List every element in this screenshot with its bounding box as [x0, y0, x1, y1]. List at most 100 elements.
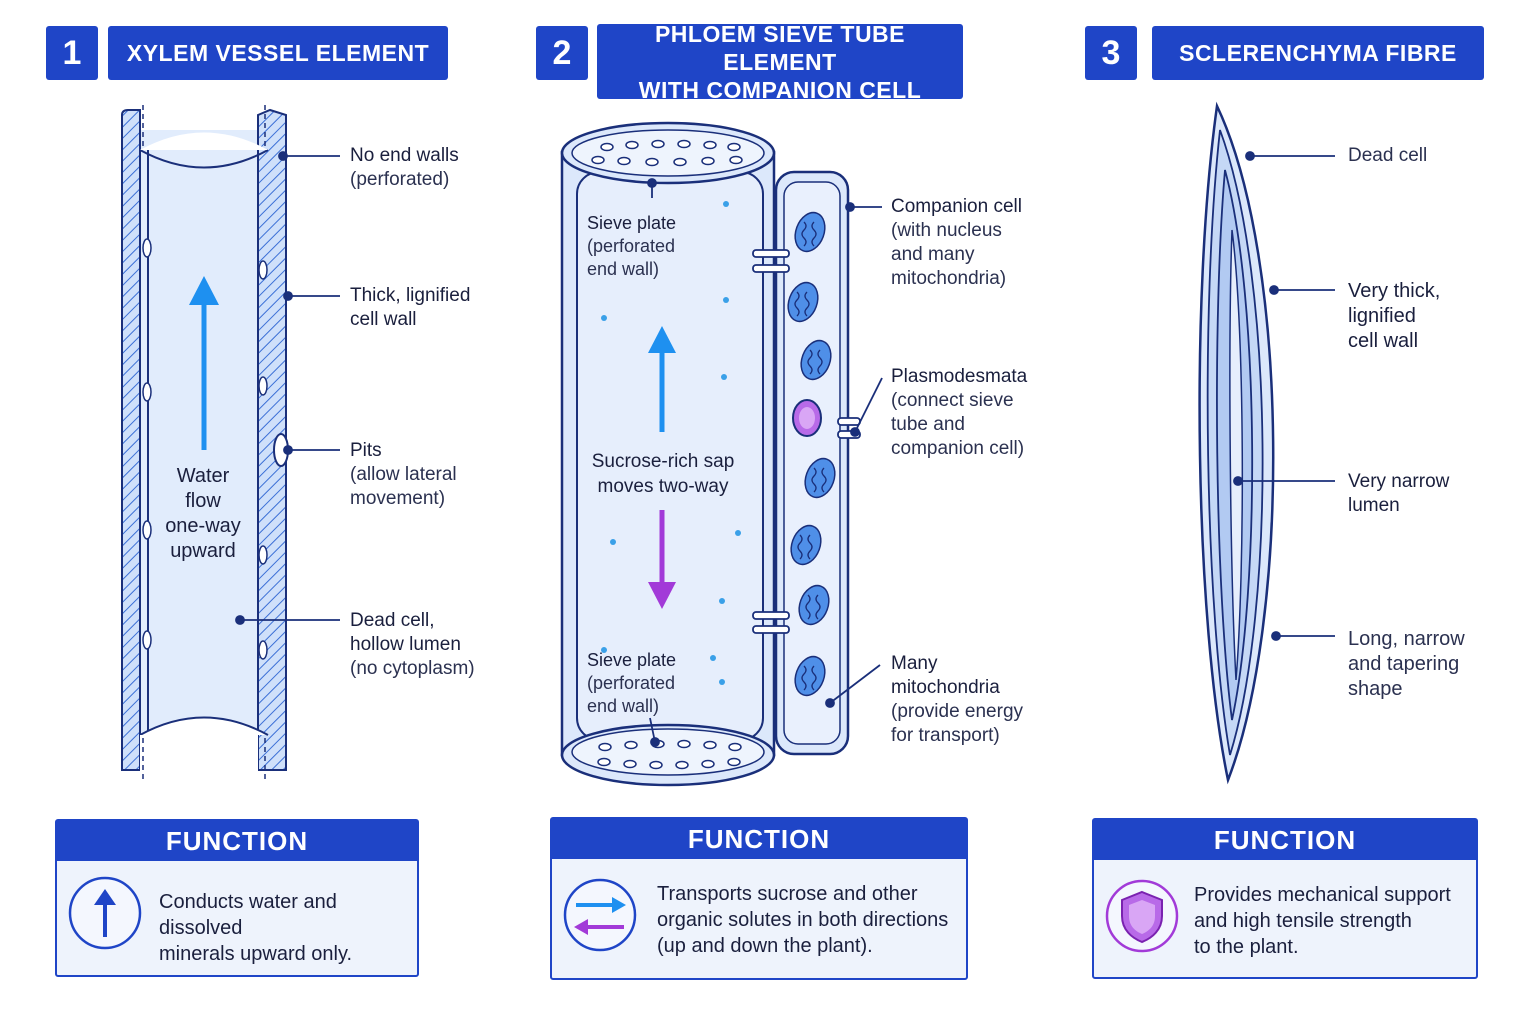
- xylem-vessel: [121, 105, 340, 780]
- two-way-arrows-icon: [563, 878, 637, 952]
- narrow-lumen-line1: Very narrow: [1348, 471, 1450, 492]
- label-dead-cell-lumen: Dead cell, hollow lumen (no cytoplasm): [350, 609, 475, 681]
- function-text-phloem: Transports sucrose and other organic sol…: [657, 881, 948, 959]
- tapering-line1: Long, narrow: [1348, 628, 1465, 650]
- pit: [258, 545, 268, 565]
- mito-line3: (provide energy: [891, 701, 1024, 722]
- plasmodesmata-line4: companion cell): [891, 438, 1025, 459]
- pit: [142, 238, 152, 258]
- label-no-end-walls-line2: (perforated): [350, 169, 450, 190]
- label-tapering-shape: Long, narrow and tapering shape: [1348, 627, 1465, 702]
- function-text-phloem-line1: Transports sucrose and other: [657, 883, 918, 905]
- pit: [142, 630, 152, 650]
- mito-line1: Many: [891, 653, 938, 674]
- plasmodesmata-line1: Plasmodesmata: [891, 366, 1028, 387]
- function-text-scl-line2: and high tensile strength: [1194, 910, 1412, 932]
- label-plasmodesmata: Plasmodesmata (connect sieve tube and co…: [891, 365, 1027, 461]
- function-heading: FUNCTION: [57, 821, 417, 861]
- label-pits: Pits (allow lateral movement): [350, 439, 457, 511]
- water-flow-arrow-head: [189, 276, 219, 305]
- phloem-flow-line2: moves two-way: [597, 476, 729, 497]
- mito-line4: for transport): [891, 725, 1000, 746]
- phloem-sieve-tube: [560, 121, 883, 787]
- phloem-flow-line1: Sucrose-rich sap: [591, 451, 735, 472]
- mito-line2: mitochondria: [891, 677, 1000, 698]
- function-text-phloem-line2: organic solutes in both directions: [657, 909, 949, 931]
- pit: [142, 382, 152, 402]
- companion-line4: mitochondria): [891, 268, 1007, 289]
- sieve-top-line3: end wall): [587, 259, 660, 279]
- panel-2-title: PHLOEM SIEVE TUBE ELEMENT WITH COMPANION…: [597, 21, 963, 103]
- function-text-scl-line3: to the plant.: [1194, 936, 1299, 958]
- xylem-flow-line2: flow: [185, 490, 221, 512]
- label-many-mitochondria: Many mitochondria (provide energy for tr…: [891, 652, 1023, 748]
- function-box-xylem: FUNCTION Conducts water and dissolved mi…: [55, 819, 419, 977]
- label-no-end-walls: No end walls (perforated): [350, 144, 459, 192]
- label-sieve-plate-bottom: Sieve plate (perforated end wall): [587, 649, 676, 718]
- function-box-phloem: FUNCTION Transports sucrose and other or…: [550, 817, 968, 980]
- up-arrow-circle-icon: [68, 876, 142, 950]
- label-sieve-plate-top: Sieve plate (perforated end wall): [587, 212, 676, 281]
- xylem-flow-line3: one-way: [165, 515, 241, 537]
- function-heading: FUNCTION: [1094, 820, 1476, 860]
- xylem-flow-line1: Water: [176, 465, 230, 487]
- label-very-thick-wall: Very thick, lignified cell wall: [1348, 279, 1440, 354]
- sclerenchyma-fibre: [1198, 101, 1335, 785]
- panel-2-title-line1: PHLOEM SIEVE TUBE ELEMENT: [654, 20, 906, 75]
- sieve-top-line2: (perforated: [587, 236, 676, 256]
- thick-wall-line3: cell wall: [1348, 330, 1419, 352]
- function-text-xylem-line1: Conducts water and dissolved: [159, 891, 337, 939]
- label-pits-line3: movement): [350, 488, 446, 509]
- sap-up-arrow-head: [648, 326, 676, 353]
- label-dead-cell-line3: (no cytoplasm): [350, 658, 475, 679]
- companion-line1: Companion cell: [891, 196, 1022, 217]
- thick-wall-line1: Very thick,: [1348, 280, 1441, 302]
- companion-line3: and many: [891, 244, 975, 265]
- label-pits-line2: (allow lateral: [350, 464, 457, 485]
- function-text-xylem: Conducts water and dissolved minerals up…: [159, 889, 417, 967]
- label-thick-cell-wall: Thick, lignified cell wall: [350, 284, 470, 332]
- label-pits-line1: Pits: [350, 440, 382, 461]
- sieve-top-line1: Sieve plate: [587, 213, 677, 233]
- label-dead-cell: Dead cell: [1348, 144, 1427, 168]
- label-dead-cell-line2: hollow lumen: [350, 634, 461, 655]
- label-companion-cell: Companion cell (with nucleus and many mi…: [891, 195, 1022, 291]
- panel-3-title: SCLERENCHYMA FIBRE: [1152, 26, 1484, 80]
- label-thick-cell-wall-line2: cell wall: [350, 309, 417, 330]
- plasmodesmata-line3: tube and: [891, 414, 965, 435]
- label-no-end-walls-line1: No end walls: [350, 145, 459, 166]
- label-narrow-lumen: Very narrow lumen: [1348, 470, 1449, 518]
- panel-1-number: 1: [46, 26, 98, 80]
- function-heading: FUNCTION: [552, 819, 966, 859]
- label-thick-cell-wall-line1: Thick, lignified: [350, 285, 471, 306]
- plasmodesmata: [752, 249, 861, 634]
- function-text-scl-line1: Provides mechanical support: [1194, 884, 1451, 906]
- narrow-lumen: [1229, 229, 1244, 681]
- xylem-flow-line4: upward: [170, 540, 236, 562]
- function-box-sclerenchyma: FUNCTION Provides mechanical support and…: [1092, 818, 1478, 979]
- narrow-lumen-line2: lumen: [1348, 495, 1400, 516]
- panel-2-title-line2: WITH COMPANION CELL: [638, 76, 922, 103]
- panel-2-number: 2: [536, 26, 588, 80]
- tapering-line2: and tapering: [1348, 653, 1460, 675]
- thick-wall-line2: lignified: [1348, 305, 1416, 327]
- sieve-bottom-line3: end wall): [587, 696, 660, 716]
- label-dead-cell-line1: Dead cell,: [350, 610, 435, 631]
- pit: [258, 640, 268, 660]
- xylem-flow-text: Water flow one-way upward: [152, 464, 254, 564]
- dead-cell-line1: Dead cell: [1348, 145, 1428, 166]
- sieve-bottom-line2: (perforated: [587, 673, 676, 693]
- pit: [142, 520, 152, 540]
- function-text-phloem-line3: (up and down the plant).: [657, 935, 873, 957]
- mitochondria: [787, 211, 836, 697]
- sieve-bottom-line1: Sieve plate: [587, 650, 677, 670]
- function-text-xylem-line2: minerals upward only.: [159, 943, 353, 965]
- plasmodesmata-line2: (connect sieve: [891, 390, 1014, 411]
- panel-3-number: 3: [1085, 26, 1137, 80]
- function-text-sclerenchyma: Provides mechanical support and high ten…: [1194, 882, 1451, 960]
- pit: [258, 376, 268, 396]
- sap-down-arrow-head: [648, 582, 676, 609]
- companion-line2: (with nucleus: [891, 220, 1002, 241]
- pit: [258, 260, 268, 280]
